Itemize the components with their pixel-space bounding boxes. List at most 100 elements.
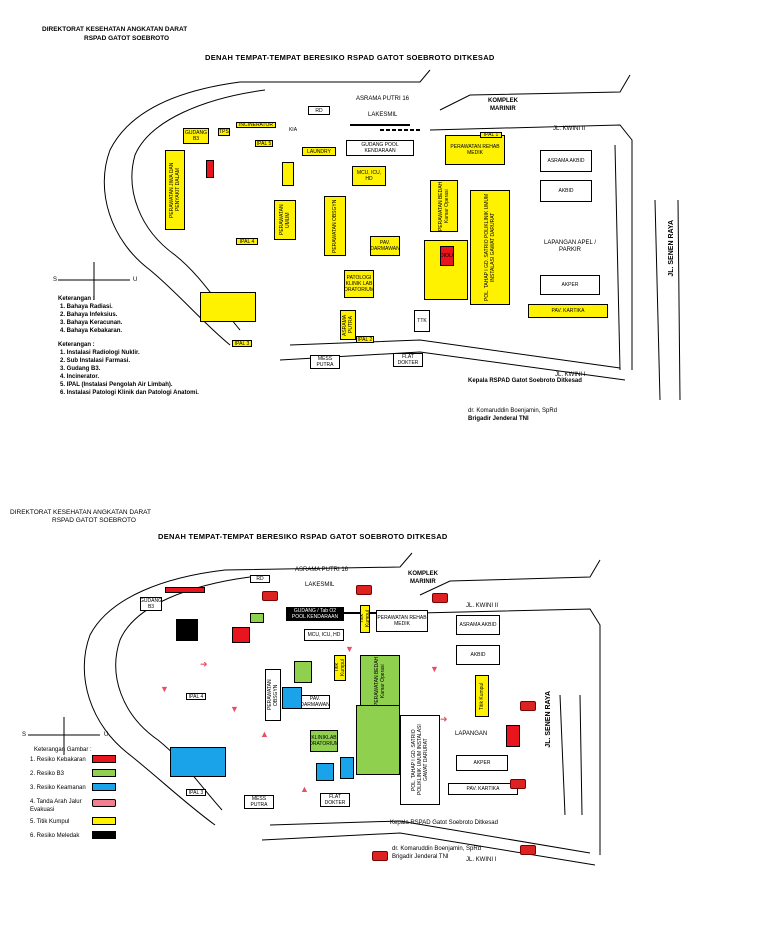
org-line-1: DIREKTORAT KESEHATAN ANGKATAN DARAT	[42, 26, 188, 33]
building-incinerator: INCINERATOR	[236, 122, 276, 128]
legend-facility-5: 5. IPAL (Instalasi Pengolah Air Limbah).	[60, 382, 173, 388]
building-gudang-pool: GUDANG POOL KENDARAAN	[346, 140, 414, 156]
building-akper: AKPER	[540, 275, 600, 295]
building-titik-kumpul-1: Titik Kumpul	[360, 605, 370, 633]
evacuation-arrow-icon: ▼	[345, 644, 354, 654]
building-pav-darmawan: PAV. DARMAWAN	[300, 695, 330, 709]
signature-rank: Brigadir Jenderal TNI	[392, 854, 449, 860]
legend-facility-1: 1. Instalasi Radiologi Nuklir.	[60, 350, 140, 356]
evacuation-arrow-icon: ▲	[260, 729, 269, 739]
fire-truck-icon	[372, 851, 388, 861]
label-marinir: MARINIR	[490, 106, 516, 112]
risk-map-sheet-2: DIREKTORAT KESEHATAN ANGKATAN DARAT RSPA…	[0, 465, 768, 932]
building-laundry: LAUNDRY	[302, 147, 336, 156]
building-poli: POL. TAHAP I GD. SATRIO POLIKLINIK UMUM …	[400, 715, 440, 805]
building-pav-kartika: PAV. KARTIKA	[528, 304, 608, 318]
building-fire-risk-1	[232, 627, 250, 643]
signature-name: dr. Komaruddin Boenjamin, SpRd	[392, 846, 482, 852]
label-lakesmil: LAKESMIL	[305, 582, 335, 588]
compass-u: U	[104, 732, 109, 738]
building-b3-risk-2	[294, 661, 312, 683]
label-asrama-putri: ASRAMA PUTRI 16	[356, 96, 410, 102]
building-security-risk-1	[282, 687, 302, 709]
label-jl-senen-raya: JL. SENEN RAYA	[545, 691, 552, 748]
building-flat-dokter: FLAT DOKTER	[320, 793, 350, 807]
building-asrama-akbid: ASRAMA AKBID	[540, 150, 592, 172]
building-block-11	[200, 292, 256, 322]
signature-rank: Brigadir Jenderal TNI	[468, 416, 529, 422]
legend-title-1: Keterangan :	[58, 296, 95, 302]
building-akper: AKPER	[456, 755, 508, 771]
building-rd: RD	[308, 106, 330, 115]
label-lakesmil: LAKESMIL	[368, 112, 398, 118]
label-lapangan: LAPANGAN APEL / PARKIR	[543, 240, 597, 253]
building-rd: RD	[250, 575, 270, 583]
building-perawatan-rehab: PERAWATAN REHAB MEDIK	[376, 610, 428, 632]
legend-facility-2: 2. Sub Instalasi Farmasi.	[60, 358, 131, 364]
org-line-2: RSPAD GATOT SOEBROTO	[84, 35, 170, 42]
signature-role: Kepala RSPAD Gatot Soebroto Ditkesad	[468, 378, 582, 384]
legend-hazard-4: 4. Bahaya Kebakaran.	[60, 328, 123, 334]
label-jl-kwini-2: JL. KWINI II	[553, 126, 586, 132]
legend-facility-3: 3. Gudang B3.	[60, 366, 101, 372]
label-komplek: KOMPLEK	[408, 571, 438, 577]
label-jl-kwini-1: JL. KWINI I	[466, 857, 497, 863]
building-akbid: AKBID	[456, 645, 500, 665]
compass-s: S	[53, 277, 58, 283]
legend-facility-4: 4. Incinerator.	[60, 374, 100, 380]
legend-swatch-6	[92, 831, 116, 839]
road-outline	[58, 69, 681, 401]
building-ttk: TTK	[414, 310, 430, 332]
evacuation-arrow-icon: ▼	[430, 664, 439, 674]
signature-name: dr. Komaruddin Boenjamin, SpRd	[468, 408, 558, 414]
building-ipal-5: IPAL 5	[255, 140, 273, 147]
legend-title: Keterangan Gambar :	[34, 747, 92, 753]
building-poli: POL. TAHAP I GD. SATRIO POLIKLINIK UMUM …	[470, 190, 510, 305]
evacuation-arrow-icon: ➜	[440, 714, 448, 724]
legend-hazard-1: 1. Bahaya Radiasi.	[60, 304, 113, 310]
building-gudang-b3: GUDANG B3	[183, 128, 209, 144]
building-ipal-4: IPAL 4	[186, 693, 206, 700]
compass-s: S	[22, 732, 27, 738]
label-marinir: MARINIR	[410, 579, 436, 585]
legend-swatch-3	[92, 783, 116, 791]
building-asrama-putra: ASRAMA PUTRA	[340, 310, 356, 340]
map-title: DENAH TEMPAT-TEMPAT BERESIKO RSPAD GATOT…	[158, 532, 448, 541]
map-title: DENAH TEMPAT-TEMPAT BERESIKO RSPAD GATOT…	[205, 53, 495, 62]
building-security-risk-2	[316, 763, 334, 781]
signature-role: Kepala RSPAD Gatot Soebroto Ditkesad	[390, 820, 498, 826]
label-komplek: KOMPLEK	[488, 98, 518, 104]
legend-facility-6: 6. Instalasi Patologi Klinik dan Patolog…	[60, 390, 199, 396]
building-perawatan-bedah: PERAWATAN BEDAH Kamar Operasi	[430, 180, 458, 232]
building-security-risk-3	[340, 757, 354, 779]
building-mcu: MCU, ICU, HD	[352, 166, 386, 186]
label-jl-kwini-2: JL. KWINI II	[466, 603, 499, 609]
building-ipal-3: IPAL 3	[232, 340, 252, 347]
building-klinik-lab: KLINIKLAB ORATORIUM	[310, 730, 338, 752]
building-incinerator-risk	[165, 587, 205, 593]
building-pav-darmawan: PAV. DARMAWAN	[370, 236, 400, 256]
building-perawatan-obsgyn: PERAWATAN OBSGYN	[265, 669, 281, 721]
org-line-2: RSPAD GATOT SOEBROTO	[52, 517, 136, 524]
building-perawatan-umum: PERAWATAN UMUM	[274, 200, 296, 240]
building-ipal-1: IPAL 1	[480, 132, 502, 138]
building-perawatan-obsgyn: PERAWATAN OBSGYN	[324, 196, 346, 256]
building-b3-small	[250, 613, 264, 623]
legend-title-2: Keterangan :	[58, 342, 95, 348]
building-flat-dokter: FLAT DOKTER	[393, 353, 423, 367]
fire-truck-icon	[510, 779, 526, 789]
building-titik-kumpul-2: Titik Kumpul	[475, 675, 489, 717]
fire-truck-icon	[262, 591, 278, 601]
legend-item-6: 6. Resiko Meledak	[30, 833, 80, 839]
building-gudang-tab-o2: GUDANG / Tab O2 POOL KENDARAAN	[286, 607, 344, 621]
legend-item-2: 2. Resiko B3	[30, 771, 65, 777]
evacuation-arrow-icon: ➜	[200, 659, 208, 669]
legend-item-4: 4. Tanda Arah Jalur Evakuasi	[30, 799, 82, 813]
building-pav-kartika: PAV. KARTIKA	[448, 783, 518, 795]
evacuation-arrow-icon: ▼	[230, 704, 239, 714]
legend-swatch-5	[92, 817, 116, 825]
building-ipal-2: IPAL 2	[356, 336, 374, 343]
building-titik-kumpul-3: Titik Kumpul	[334, 655, 346, 681]
building-mcu: MCU, ICU, HD	[304, 629, 344, 641]
fire-truck-icon	[432, 593, 448, 603]
